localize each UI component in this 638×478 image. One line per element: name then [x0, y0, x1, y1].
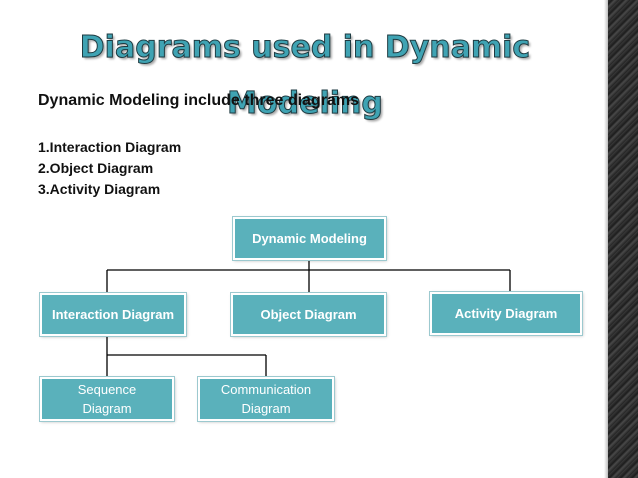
slide-border-edge: [604, 0, 608, 478]
node-sequence-diagram: Sequence Diagram: [39, 376, 175, 422]
slide-title: Diagrams used in Dynamic Modeling: [79, 30, 531, 122]
diagram-list: 1.Interaction Diagram 2.Object Diagram 3…: [38, 137, 181, 200]
node-communication-diagram: Communication Diagram: [197, 376, 335, 422]
node-object-diagram: Object Diagram: [230, 292, 387, 337]
decorative-border: [608, 0, 638, 478]
node-dynamic-modeling: Dynamic Modeling: [232, 216, 387, 261]
slide-subtitle: Dynamic Modeling include three diagrams: [38, 92, 359, 109]
list-item: 1.Interaction Diagram: [38, 139, 182, 155]
node-interaction-diagram: Interaction Diagram: [39, 292, 187, 337]
node-activity-diagram: Activity Diagram: [429, 291, 583, 336]
list-item: 3.Activity Diagram: [38, 181, 161, 197]
list-item: 2.Object Diagram: [38, 160, 154, 176]
